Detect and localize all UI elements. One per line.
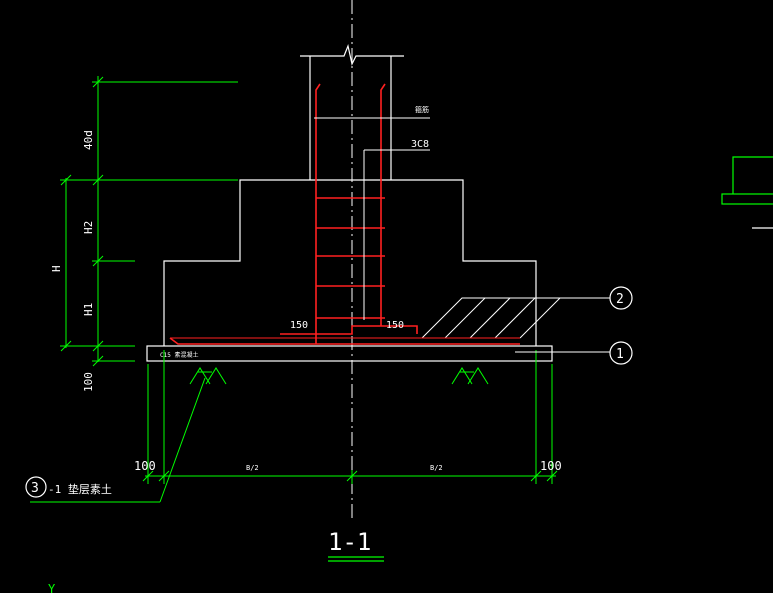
callout-1-number: 1 xyxy=(616,347,624,362)
callout-2: 2 xyxy=(562,286,633,310)
pad-note: C15 素混凝土 xyxy=(160,351,198,359)
tie-label: 箍筋 xyxy=(415,105,429,114)
dim-h2: H2 xyxy=(82,221,95,234)
axis-y-label: Y xyxy=(48,582,56,593)
section-title: 1-1 xyxy=(328,528,384,562)
dim-h: H xyxy=(50,265,63,272)
stirrup-label: 3C8 xyxy=(411,139,429,150)
callout-1: 1 xyxy=(515,341,633,365)
callout-2-number: 2 xyxy=(616,292,624,307)
dim-anchorage: 40d xyxy=(82,130,95,150)
ground-symbol-left xyxy=(189,367,227,385)
callout-3-number: 3 xyxy=(31,481,39,496)
horizontal-dimensions xyxy=(142,350,558,484)
adjacent-detail-partial xyxy=(721,156,773,229)
blinding-pad xyxy=(146,345,553,362)
ground-symbol-right xyxy=(451,367,489,385)
callout-3: 3 -1 垫层素土 xyxy=(25,476,112,498)
dim-half-left: B/2 xyxy=(246,464,259,472)
column-labels: 箍筋 3C8 150 150 xyxy=(290,105,430,331)
rebar-cage xyxy=(169,83,520,345)
vertical-dimensions xyxy=(60,76,238,367)
section-title-text: 1-1 xyxy=(328,528,371,556)
callout-3-text: -1 垫层素土 xyxy=(48,482,112,496)
callout-3-leader xyxy=(30,377,206,503)
bar-end-left: 150 xyxy=(290,320,308,331)
bar-end-right: 150 xyxy=(386,320,404,331)
dim-h1: H1 xyxy=(82,303,95,316)
soil-hatch xyxy=(421,297,562,339)
dim-left-100: 100 xyxy=(134,459,156,473)
dim-right-100: 100 xyxy=(540,459,562,473)
foundation-outline xyxy=(163,179,537,346)
dim-bottom-100: 100 xyxy=(82,372,95,392)
dim-half-right: B/2 xyxy=(430,464,443,472)
